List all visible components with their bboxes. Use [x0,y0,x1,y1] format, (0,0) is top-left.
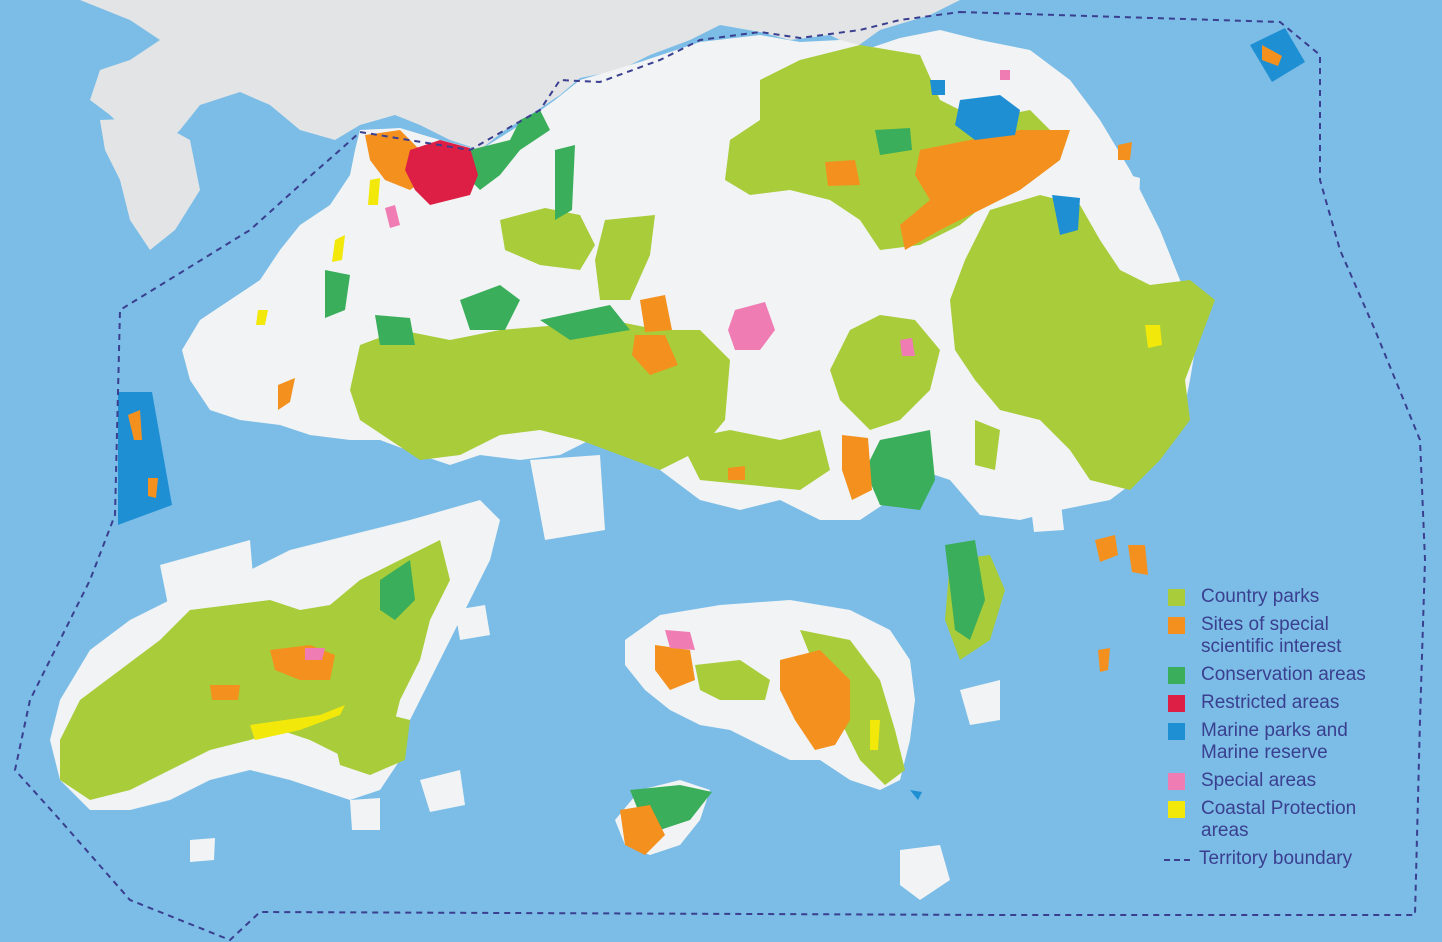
coastal-area-2 [250,705,345,740]
conservation-area-11 [555,145,575,220]
sssi-8 [780,650,850,750]
country-park-sai-kung [950,195,1215,490]
special-area-1 [728,302,775,350]
legend-item: Coastal Protection areas [1164,798,1434,842]
sssi-3 [640,295,672,332]
coastal-area-3 [368,178,380,205]
sssi-1 [900,130,1070,250]
sssi-9 [655,645,695,690]
islet-6 [530,455,605,540]
sssi-tung-ping-chau [1262,45,1282,66]
legend-swatch [1168,801,1185,818]
coastal-area-4 [332,235,345,262]
restricted-areas [405,140,478,205]
marine-park-cape-d-aguilar [910,790,922,800]
sssi-12 [1128,545,1148,575]
po-toi [900,845,950,900]
sites-of-special-scientific-interest [130,40,1290,855]
country-park-lam-tsuen [595,215,655,300]
legend-swatch [1168,667,1185,684]
country-park-lantau-south [330,710,410,775]
territory-boundary [13,11,1427,942]
chek-lap-kok [160,540,255,615]
legend-swatch [1168,695,1185,712]
legend-swatch [1168,773,1185,790]
legend-item-boundary: Territory boundary [1164,848,1434,870]
special-area-2 [385,205,400,228]
country-park-tai-lam [500,208,595,270]
sssi-6 [278,378,295,410]
sssi-19 [728,466,745,480]
sssi-sha-chau-2 [148,478,158,498]
conservation-area-9 [380,560,415,620]
country-park-sai-kung-east [975,420,1000,470]
islet-3 [1110,170,1140,230]
islet-1 [455,605,490,640]
conservation-area-2 [375,315,415,345]
coastal-area-6 [870,720,880,750]
conservation-area-4 [540,305,630,340]
marine-park-north-east [955,95,1020,140]
country-park-hk-island-1 [695,660,770,700]
mainland [80,0,960,150]
legend-label: Country parks [1201,586,1320,607]
special-area-5 [1000,70,1010,80]
conservation-area-3 [460,285,520,330]
special-area-6 [900,338,915,356]
cheung-chau [420,770,465,812]
islet-2 [350,798,380,830]
boundary-dash-icon [1164,859,1190,863]
legend-item: Special areas [1164,770,1434,792]
legend-label: Conservation areas [1201,664,1366,685]
special-area-4 [305,648,325,660]
restricted-area-1 [405,140,478,205]
special-areas [305,70,1010,660]
marine-park-2 [930,80,945,95]
legend-label: Restricted areas [1201,692,1340,713]
legend-label: Coastal Protection areas [1201,798,1357,841]
sssi-4 [632,335,678,375]
sssi-18 [210,685,240,700]
legend-swatch [1168,617,1185,634]
legend-item: Sites of special scientific interest [1164,614,1434,658]
legend-item: Marine parks and Marine reserve [1164,720,1434,764]
legend-item: Restricted areas [1164,692,1434,714]
conservation-areas [325,110,985,830]
conservation-area-10 [325,270,350,318]
sssi-10 [620,805,665,855]
tung-lung [960,680,1000,725]
sssi-14 [1118,142,1132,160]
sssi-17 [1098,648,1110,672]
legend-item: Country parks [1164,586,1434,608]
sssi-2 [825,160,860,186]
country-park-lion-rock [680,430,830,490]
conservation-area-5 [865,430,935,510]
legend-label: Special areas [1201,770,1317,791]
marine-park-islands [128,45,1282,498]
legend-label: Marine parks and Marine reserve [1201,720,1348,763]
sssi-5 [842,435,872,500]
legend-label: Sites of special scientific interest [1201,614,1342,657]
islet-5 [190,838,215,862]
coastal-area-5 [256,310,268,325]
mainland-peninsula [100,118,200,250]
marine-park-hoi-ha [1052,195,1080,235]
coastal-area-1 [1145,325,1162,348]
legend-swatch [1168,589,1185,606]
legend-label-boundary: Territory boundary [1199,848,1353,869]
legend-swatch [1168,723,1185,740]
sssi-11 [1095,535,1118,562]
conservation-area-1 [465,110,550,190]
conservation-area-6 [945,540,985,640]
conservation-area-7 [875,128,912,155]
legend-item: Conservation areas [1164,664,1434,686]
special-area-3 [665,630,695,650]
sssi-sha-chau-1 [128,410,142,440]
coastal-protection-areas [250,178,1162,750]
islet-4 [1030,495,1064,532]
